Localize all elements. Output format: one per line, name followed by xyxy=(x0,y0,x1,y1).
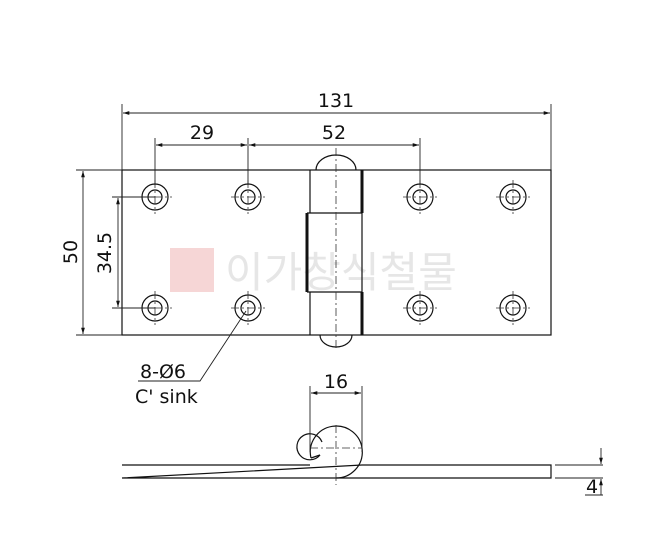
countersunk-hole xyxy=(496,180,530,214)
dim-overall-length: 131 xyxy=(318,90,354,112)
watermark: 이가창식철물 xyxy=(170,248,457,297)
side-plate xyxy=(121,464,552,479)
dim-hole-row-spacing: 34.5 xyxy=(94,232,116,274)
hole-leader-line xyxy=(138,310,247,382)
countersunk-hole xyxy=(231,291,265,325)
dim-hole-pitch: 29 xyxy=(190,122,214,144)
watermark-seal xyxy=(170,248,214,292)
hole-spec-count-diameter: 8-Ø6 xyxy=(140,361,186,383)
countersunk-hole xyxy=(403,291,437,325)
knuckle-curl-outer xyxy=(309,425,363,479)
dimensions-top: 131 29 52 50 34.5 8-Ø6 C' sink xyxy=(60,90,552,408)
countersunk-hole xyxy=(403,180,437,214)
dim-center-span: 52 xyxy=(322,122,346,144)
countersunk-hole xyxy=(496,291,530,325)
plate-outline xyxy=(121,169,552,336)
dim-knuckle-diameter: 16 xyxy=(324,371,348,393)
knuckle-curl-inner xyxy=(296,433,323,461)
side-view: 16 4 xyxy=(121,371,603,498)
countersunk-hole xyxy=(231,180,265,214)
top-view xyxy=(121,148,552,350)
hole-spec-countersink: C' sink xyxy=(135,386,198,408)
watermark-text: 이가창식철물 xyxy=(225,248,457,297)
dim-width: 50 xyxy=(60,240,82,264)
dim-thickness: 4 xyxy=(586,476,598,498)
